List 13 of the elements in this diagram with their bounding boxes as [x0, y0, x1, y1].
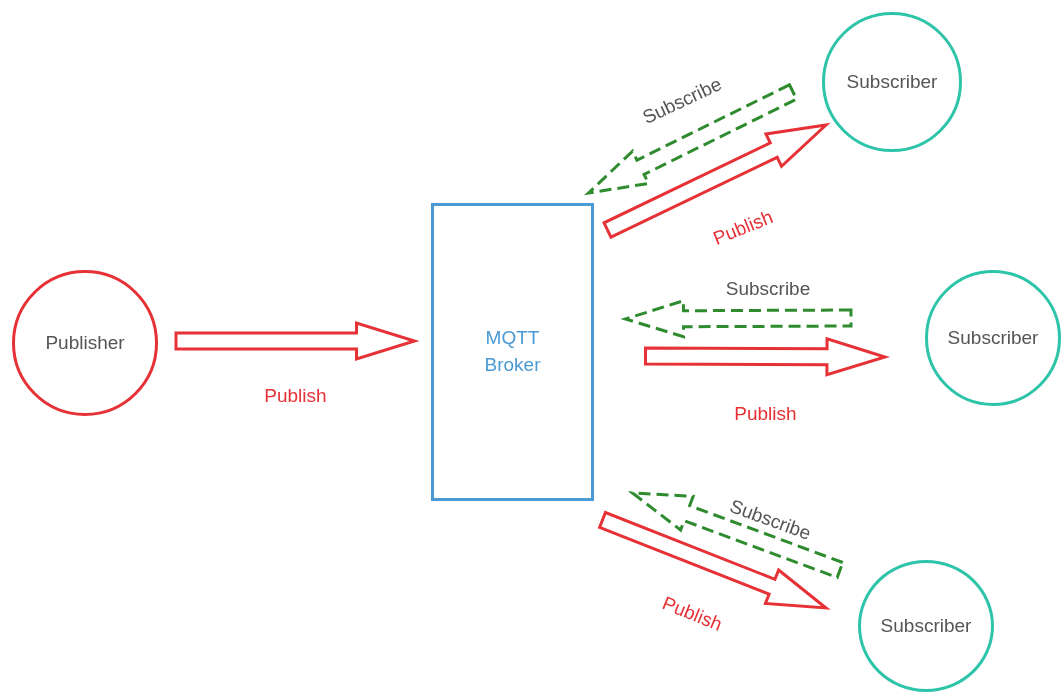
block-arrow: [627, 491, 845, 580]
node-label: MQTT Broker: [483, 326, 542, 377]
block-arrow: [583, 82, 799, 196]
process-box: [431, 203, 594, 501]
node-label: Subscriber: [880, 613, 972, 638]
node-label: Publisher: [45, 330, 125, 355]
node-label: Subscriber: [947, 325, 1039, 350]
block-arrow: [597, 510, 831, 610]
node-label: Subscriber: [846, 69, 938, 94]
block-arrow: [620, 298, 853, 339]
block-arrow: [602, 122, 831, 240]
block-arrow: [174, 320, 420, 362]
block-arrow: [643, 336, 891, 377]
